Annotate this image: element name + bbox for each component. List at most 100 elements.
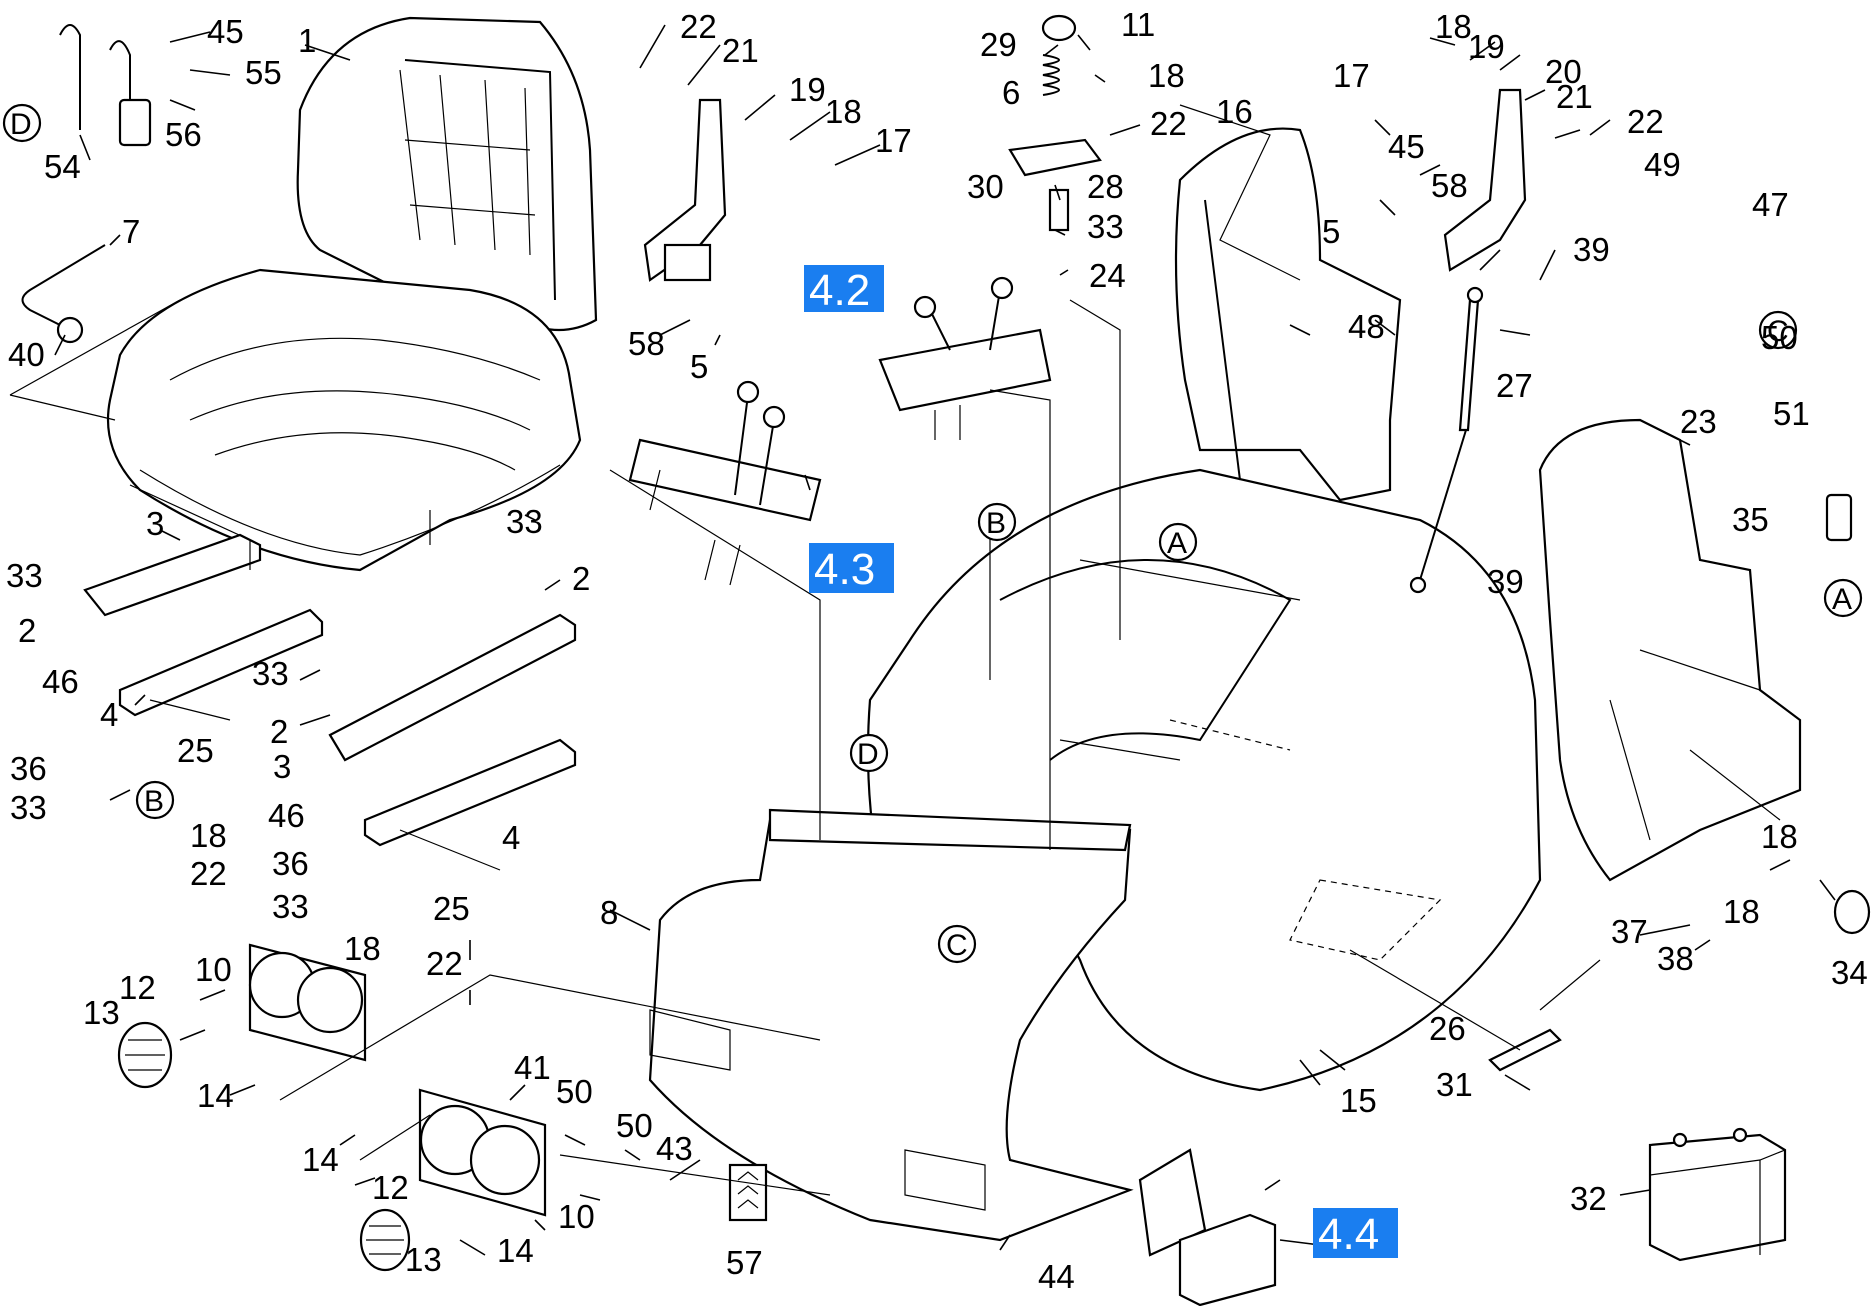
lamp-upper — [117, 1021, 173, 1089]
mounting-bracket-left — [643, 98, 727, 282]
part-callout-17: 17 — [875, 122, 912, 159]
part-callout-27: 27 — [1496, 367, 1533, 404]
part-callout-33: 33 — [6, 557, 43, 594]
part-callout-14: 14 — [302, 1141, 339, 1178]
mounting-bracket-right — [1443, 88, 1527, 272]
connector-d2-circle — [849, 733, 889, 773]
part-callout-19: 19 — [1468, 28, 1505, 65]
part-callout-19: 19 — [789, 71, 826, 108]
part-callout-12: 12 — [372, 1169, 409, 1206]
part-callout-35: 35 — [1732, 501, 1769, 538]
part-callout-18: 18 — [825, 93, 862, 130]
part-callout-22: 22 — [426, 945, 463, 982]
connector-d-circle — [2, 103, 42, 143]
part-callout-14: 14 — [497, 1232, 534, 1269]
part-callout-12: 12 — [119, 969, 156, 1006]
part-callout-36: 36 — [272, 845, 309, 882]
part-callout-22: 22 — [1627, 103, 1664, 140]
part-callout-46: 46 — [268, 797, 305, 834]
seat-rail-right — [328, 613, 577, 871]
strap-hook — [59, 24, 152, 147]
connector-b-label: B — [144, 785, 164, 818]
part-callout-13: 13 — [83, 994, 120, 1031]
part-callout-31: 31 — [1436, 1066, 1473, 1103]
part-callout-37: 37 — [1611, 913, 1648, 950]
part-callout-20: 20 — [1545, 53, 1582, 90]
part-callout-36: 36 — [10, 750, 47, 787]
part-callout-25: 25 — [433, 890, 470, 927]
part-callout-6: 6 — [1002, 74, 1020, 111]
part-callout-14: 14 — [197, 1077, 234, 1114]
connector-c-circle — [1758, 310, 1798, 350]
part-callout-58: 58 — [1431, 167, 1468, 204]
connector-c2-label: C — [946, 929, 968, 962]
connector-a-label: A — [1167, 527, 1187, 560]
section-ref-4-3[interactable]: 4.3 — [809, 543, 894, 594]
section-ref-4-2-label[interactable]: 4.2 — [809, 266, 870, 315]
part-callout-39: 39 — [1573, 231, 1610, 268]
gauge-cluster-lower — [418, 1088, 547, 1217]
gauge-cluster-upper — [248, 943, 367, 1062]
part-callout-33: 33 — [272, 888, 309, 925]
part-callout-58: 58 — [628, 325, 665, 362]
rear-panel — [1538, 418, 1802, 882]
section-ref-4-3-label[interactable]: 4.3 — [814, 545, 875, 594]
part-callout-34: 34 — [1831, 954, 1868, 991]
part-callout-3: 3 — [273, 748, 291, 785]
part-callout-17: 17 — [1333, 57, 1370, 94]
part-callout-18: 18 — [1761, 818, 1798, 855]
connector-a2-circle — [1823, 578, 1863, 618]
part-callout-11: 11 — [1121, 6, 1155, 43]
section-ref-4-4-label[interactable]: 4.4 — [1318, 1210, 1379, 1259]
connector-letters: D B B A A C C D — [2, 103, 1863, 964]
part-callout-45: 45 — [1388, 128, 1425, 165]
connector-c2-circle — [937, 924, 977, 964]
section-ref-4-4[interactable]: 4.4 — [1313, 1208, 1398, 1259]
part-callout-30: 30 — [967, 168, 1004, 205]
part-callout-22: 22 — [190, 855, 227, 892]
part-callout-33: 33 — [506, 503, 543, 540]
part-callout-32: 32 — [1570, 1180, 1607, 1217]
part-callout-3: 3 — [146, 505, 164, 542]
rod — [21, 244, 106, 344]
part-callout-33: 33 — [10, 789, 47, 826]
part-callout-56: 56 — [165, 116, 202, 153]
part-callout-33: 33 — [1087, 208, 1124, 245]
lever-assembly-upper — [878, 276, 1052, 440]
section-refs: 4.2 4.3 4.4 — [804, 265, 1398, 1259]
part-callout-24: 24 — [1089, 257, 1126, 294]
part-callout-26: 26 — [1429, 1010, 1466, 1047]
part-callout-10: 10 — [558, 1198, 595, 1235]
connector-d-label: D — [10, 108, 32, 141]
part-callout-51: 51 — [1773, 395, 1810, 432]
lamp-lower — [359, 1208, 411, 1272]
electronic-module — [1138, 1148, 1277, 1306]
connector-a-circle — [1158, 522, 1198, 562]
part-callout-41: 41 — [514, 1049, 551, 1086]
part-callout-1: 1 — [298, 22, 316, 59]
part-callout-57: 57 — [726, 1244, 763, 1281]
part-callout-5: 5 — [690, 348, 708, 385]
section-ref-4-2[interactable]: 4.2 — [804, 265, 884, 315]
warning-decal — [728, 1163, 768, 1222]
part-callout-4: 4 — [100, 696, 118, 733]
part-callout-43: 43 — [656, 1130, 693, 1167]
part-callout-44: 44 — [1038, 1258, 1075, 1295]
part-callout-18: 18 — [344, 930, 381, 967]
connector-a2-label: A — [1832, 583, 1852, 616]
part-callout-21: 21 — [1556, 78, 1593, 115]
part-callout-22: 22 — [680, 8, 717, 45]
part-callout-2: 2 — [572, 560, 590, 597]
part-callout-50: 50 — [556, 1073, 593, 1110]
switch — [1825, 493, 1853, 542]
part-callout-40: 40 — [8, 336, 45, 373]
part-callout-15: 15 — [1340, 1082, 1377, 1119]
part-callout-16: 16 — [1216, 93, 1253, 130]
battery — [1648, 1127, 1787, 1262]
part-callout-2: 2 — [270, 713, 288, 750]
part-callout-39: 39 — [1487, 563, 1524, 600]
seat-backrest — [296, 16, 598, 332]
connector-b2-label: B — [986, 507, 1006, 540]
part-callout-8: 8 — [600, 894, 618, 931]
